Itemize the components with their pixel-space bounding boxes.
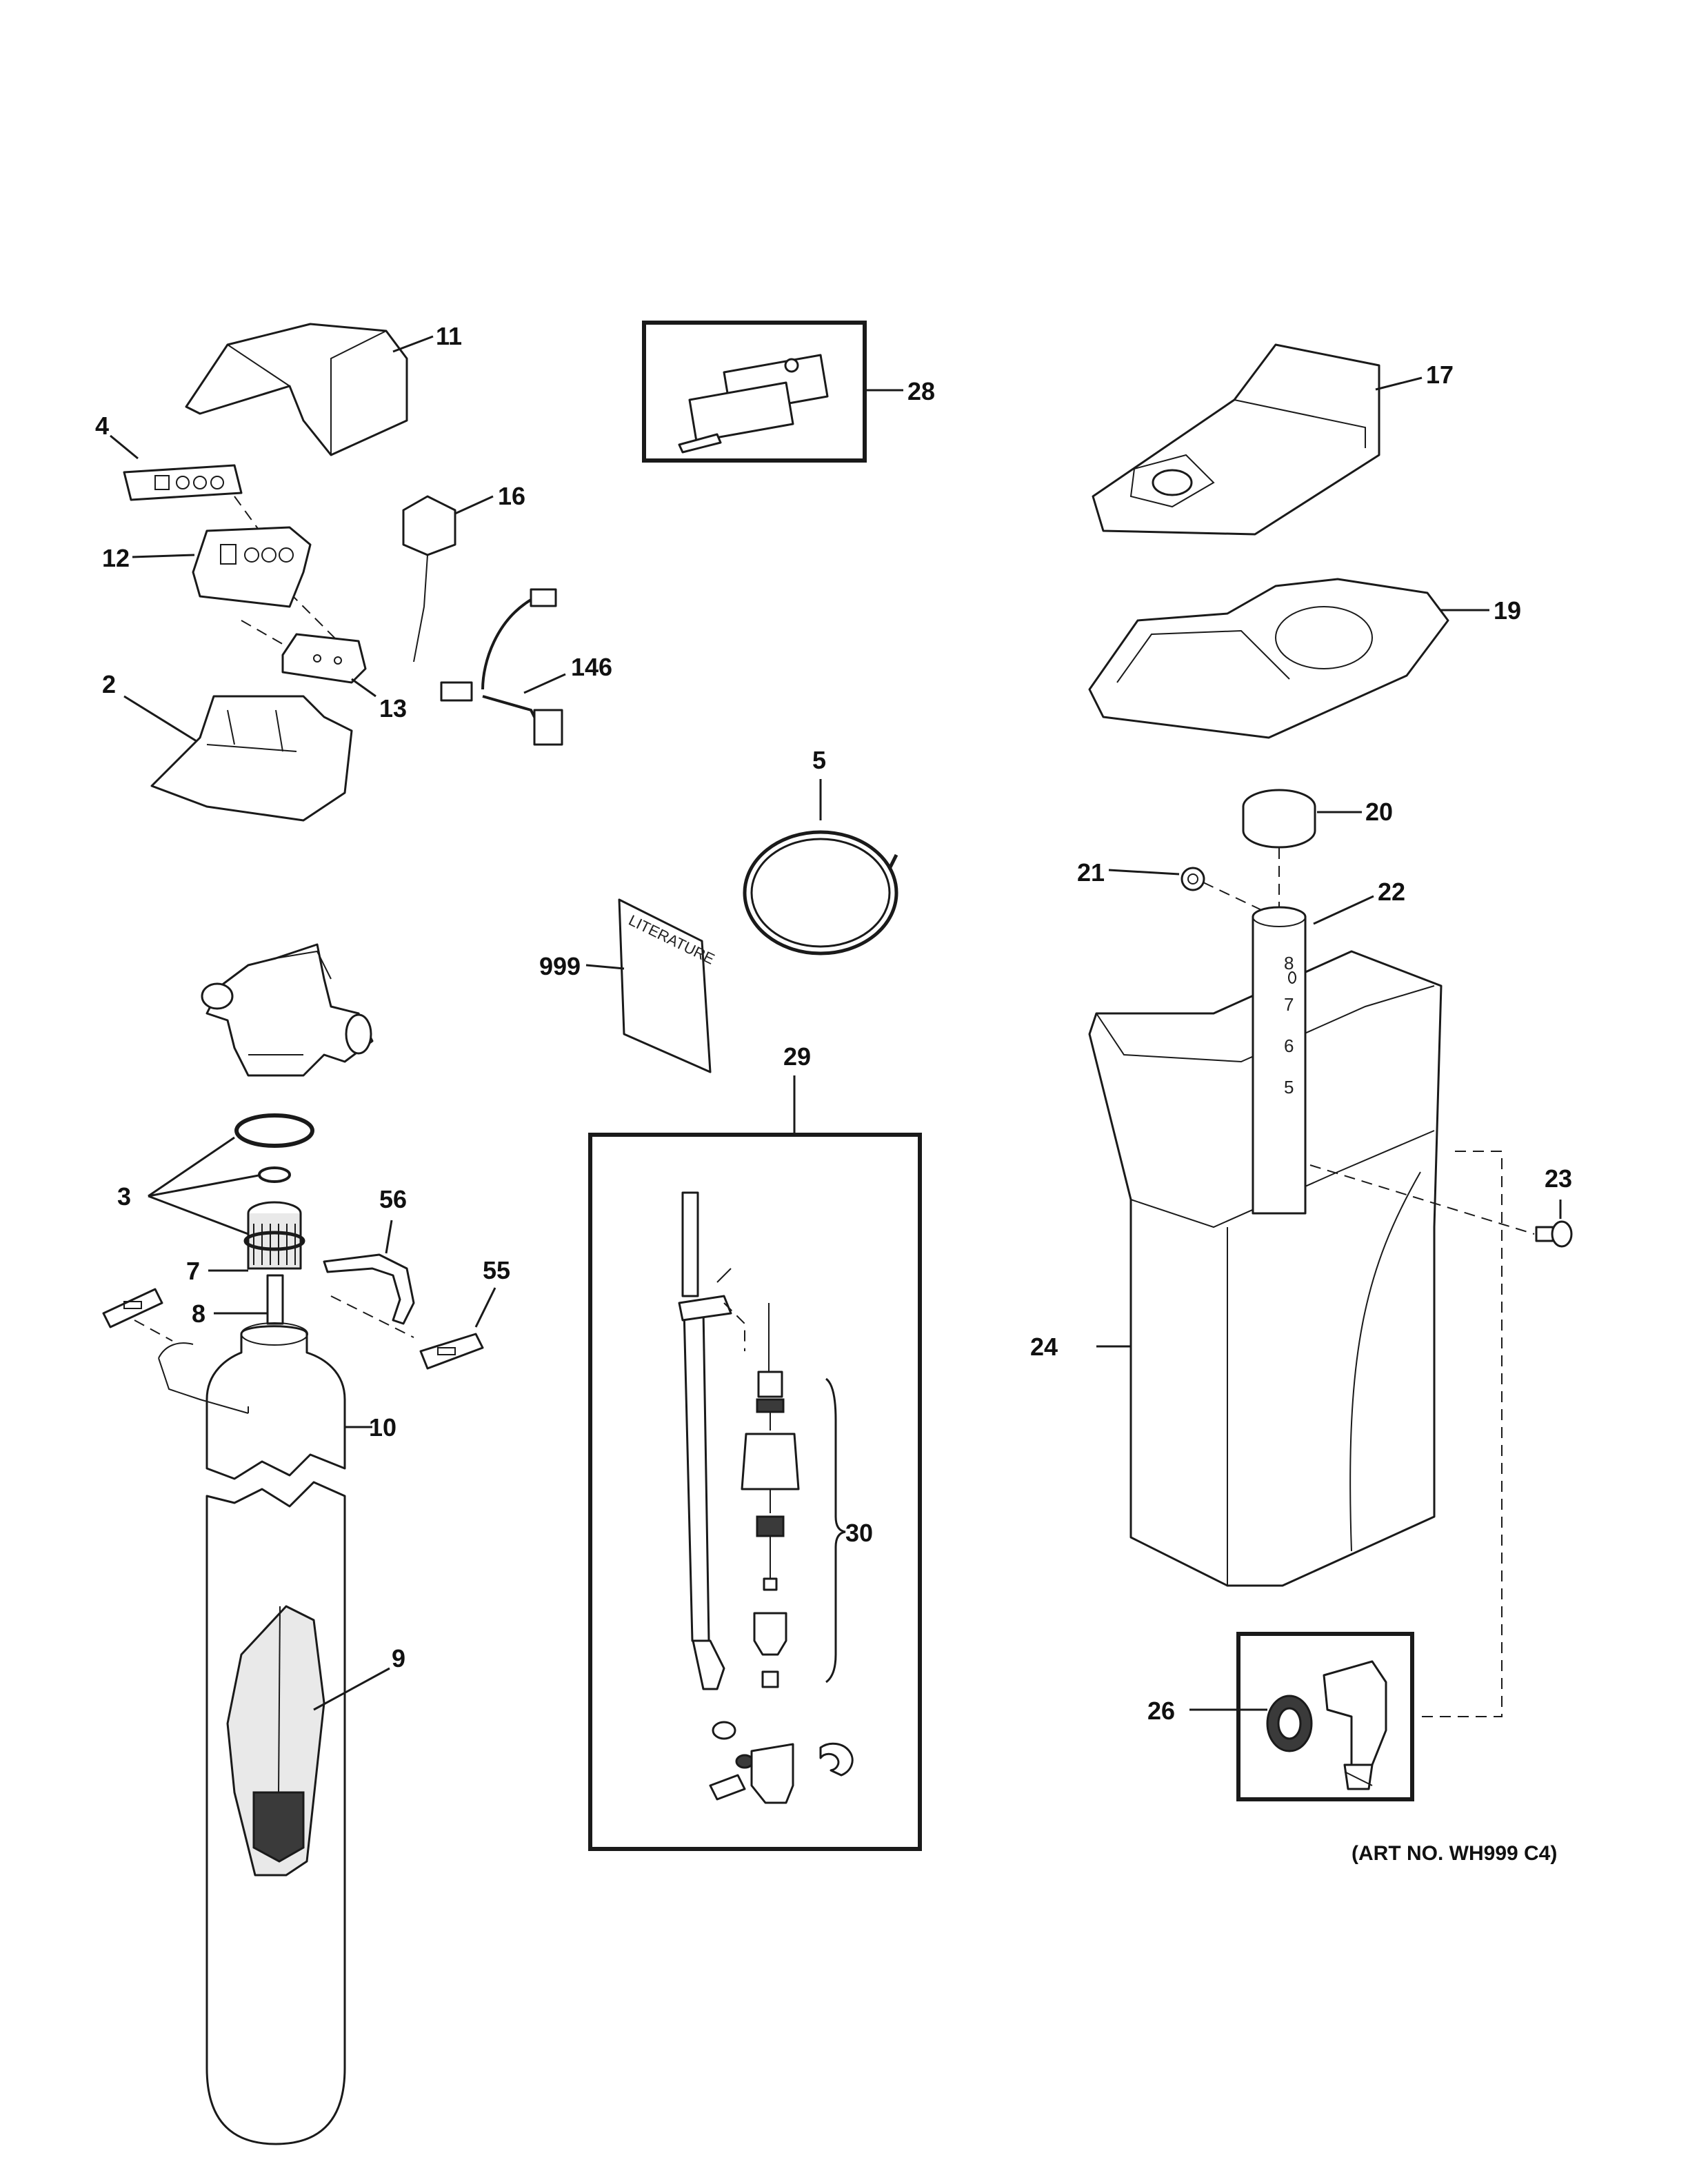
leader-12 (132, 554, 195, 558)
leader-16 (454, 495, 494, 515)
leader-55 (474, 1287, 496, 1328)
callout-8: 8 (192, 1300, 205, 1328)
callout-2: 2 (102, 670, 116, 698)
assembly-guide-clip-right (330, 1295, 414, 1338)
leader-999 (585, 964, 625, 970)
callout-9: 9 (392, 1644, 405, 1672)
callout-19: 19 (1494, 596, 1521, 625)
part-2-control-base (150, 695, 353, 822)
part-clip-left (102, 1288, 163, 1328)
art-number: (ART NO. WH999 C4) (1352, 1842, 1558, 1865)
callout-29: 29 (783, 1042, 811, 1071)
callout-146: 146 (571, 653, 612, 681)
assembly-guide-clip-left (134, 1320, 173, 1342)
part-valve-body (201, 943, 374, 1077)
leader-3a (148, 1136, 235, 1197)
callout-22: 22 (1378, 878, 1405, 906)
part-146-wire-harness (440, 588, 563, 746)
leader-22 (1313, 895, 1374, 925)
callout-12: 12 (102, 544, 130, 572)
part-56-tank-clamp (323, 1253, 415, 1325)
callout-11: 11 (436, 322, 462, 350)
callout-26: 26 (1147, 1697, 1175, 1725)
part-tank-clamp-left (158, 1342, 249, 1414)
brine-scale-8: 8 (1284, 953, 1294, 973)
part-10-mineral-tank (205, 1322, 346, 2145)
part-4-overlay-label (123, 464, 243, 501)
assembly-guide-12-13b (241, 620, 290, 649)
leader-9 (313, 1667, 390, 1711)
leader-4 (110, 434, 139, 460)
part-30-brine-valve-float (741, 1371, 800, 1688)
callout-16: 16 (498, 482, 525, 510)
part-20-brine-well-cap (1242, 789, 1316, 849)
callout-30: 30 (845, 1519, 873, 1547)
brine-scale-5: 5 (1284, 1077, 1294, 1098)
part-26-overflow-elbow (1266, 1660, 1387, 1790)
part-12-display-housing (192, 526, 312, 608)
part-21-grommet (1180, 867, 1205, 891)
callout-55: 55 (483, 1256, 510, 1284)
callout-999: 999 (539, 952, 581, 980)
callout-7: 7 (186, 1257, 200, 1285)
kit-26-frame (1236, 1632, 1414, 1801)
assembly-guide-26 (1420, 1151, 1503, 1717)
part-22-brine-well: 8 7 6 5 (1252, 906, 1307, 1215)
part-19-salt-tray (1088, 578, 1449, 739)
part-29-brine-tube-assembly (678, 1191, 770, 1690)
callout-21: 21 (1077, 858, 1105, 887)
kit-28-frame (642, 321, 867, 463)
leader-3c (148, 1195, 249, 1235)
callout-17: 17 (1426, 361, 1454, 389)
part-7-distributor-basket (243, 1201, 305, 1270)
leader-17 (1375, 376, 1423, 391)
part-8-riser-tube (266, 1274, 284, 1325)
assembly-guide-21-22 (1203, 882, 1269, 914)
callout-13: 13 (379, 694, 407, 722)
part-55-clip (419, 1333, 484, 1370)
brine-scale-7: 7 (1284, 994, 1294, 1015)
assembly-guide-23 (1309, 1164, 1535, 1235)
callout-24: 24 (1030, 1333, 1058, 1361)
callout-3: 3 (117, 1182, 131, 1211)
part-13-circuit-board (281, 633, 367, 684)
part-24-salt-tank (1088, 950, 1443, 1587)
callout-4: 4 (95, 412, 109, 440)
callout-10: 10 (369, 1413, 396, 1442)
part-11-top-cover (185, 323, 408, 456)
part-29-brine-valve-body (709, 1721, 854, 1804)
brine-scale-6: 6 (1284, 1035, 1294, 1056)
callout-23: 23 (1545, 1164, 1572, 1193)
part-999-literature: LITERATURE (618, 898, 717, 1073)
leader-3b (148, 1174, 259, 1197)
part-16-power-adapter (402, 495, 456, 663)
leader-146 (523, 673, 566, 694)
part-17-salt-lid (1092, 343, 1380, 536)
leader-13 (351, 678, 376, 698)
leader-11 (392, 335, 434, 353)
leader-21 (1108, 869, 1180, 876)
bracket-30 (825, 1377, 846, 1684)
kit-29-frame (588, 1133, 922, 1851)
part-23-overflow-screw (1535, 1220, 1573, 1248)
leader-56 (385, 1220, 393, 1254)
part-5-tubing (743, 830, 898, 956)
callout-5: 5 (812, 746, 826, 774)
leader-2 (123, 695, 197, 742)
callout-20: 20 (1365, 798, 1393, 826)
part-28-mounting-clips (678, 354, 829, 454)
part-3-o-rings (234, 1113, 314, 1183)
callout-56: 56 (379, 1185, 407, 1213)
callout-28: 28 (907, 377, 935, 405)
